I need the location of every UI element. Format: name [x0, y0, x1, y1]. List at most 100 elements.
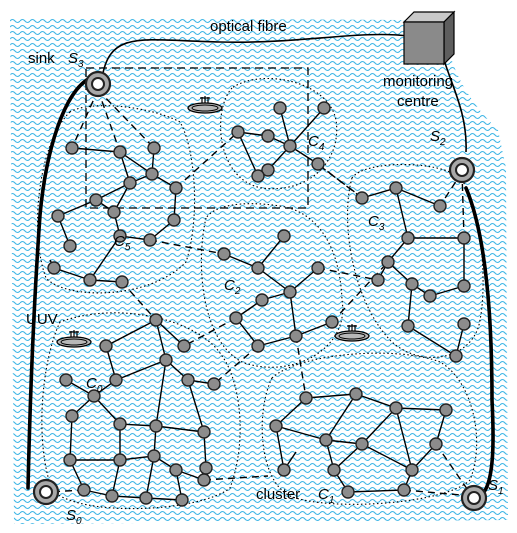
- sensor-node: [457, 279, 471, 293]
- sensor-node: [405, 463, 419, 477]
- sensor-node: [269, 419, 283, 433]
- sensor-node: [107, 205, 121, 219]
- sensor-node: [175, 493, 189, 507]
- sensor-node: [251, 169, 265, 183]
- sensor-node: [261, 163, 275, 177]
- sensor-nodes: [47, 101, 471, 507]
- sensor-node: [319, 433, 333, 447]
- sensor-node: [255, 293, 269, 307]
- sensor-node: [311, 261, 325, 275]
- sensor-node: [181, 373, 195, 387]
- sensor-node: [109, 373, 123, 387]
- sensor-node: [397, 483, 411, 497]
- sensor-node: [113, 417, 127, 431]
- sensor-node: [123, 176, 137, 190]
- cluster-c0-label: C0: [86, 375, 103, 395]
- sensor-node: [277, 229, 291, 243]
- sink-word-label: sink: [28, 50, 55, 67]
- cluster-c2-label: C2: [224, 277, 241, 297]
- sensor-node: [105, 489, 119, 503]
- sensor-node: [65, 409, 79, 423]
- sensor-node: [273, 101, 287, 115]
- cluster-word-label: cluster: [256, 486, 300, 503]
- sensor-node: [231, 125, 245, 139]
- sensor-node: [283, 139, 297, 153]
- cluster-c3-label: C3: [368, 213, 385, 233]
- sensor-node: [169, 181, 183, 195]
- cluster-c0-boundary: [41, 312, 241, 510]
- sensor-node: [167, 213, 181, 227]
- sensor-node: [197, 425, 211, 439]
- sensor-node: [149, 419, 163, 433]
- sensor-node: [251, 261, 265, 275]
- sensor-node: [261, 129, 275, 143]
- sensor-node: [87, 389, 101, 403]
- cluster-c4-label: C4: [308, 133, 325, 153]
- sensor-node: [63, 239, 77, 253]
- sensor-node: [229, 311, 243, 325]
- sensor-node: [177, 339, 191, 353]
- intra-cluster-links: [49, 107, 465, 501]
- sensor-node: [449, 349, 463, 363]
- uuv-icon: [187, 96, 223, 114]
- cluster-c5-label: C5: [114, 233, 131, 253]
- sensor-node: [89, 193, 103, 207]
- sensor-node: [199, 461, 213, 475]
- sensor-node: [65, 141, 79, 155]
- coverage-rectangle: [85, 67, 309, 209]
- monitoring-centre-label-line2: centre: [397, 93, 439, 110]
- sensor-node: [149, 313, 163, 327]
- uuv-icon: [334, 324, 370, 342]
- sensor-node: [83, 273, 97, 287]
- sensor-node: [169, 463, 183, 477]
- sensor-node: [423, 289, 437, 303]
- sensor-node: [143, 233, 157, 247]
- optical-fibre-label: optical fibre: [210, 18, 287, 35]
- sensor-node: [47, 261, 61, 275]
- sensor-node: [63, 453, 77, 467]
- sink-s1-label: S1: [488, 477, 504, 497]
- sink-s2-label: S2: [430, 128, 446, 148]
- uuv-icon: [56, 330, 92, 348]
- sensor-node: [217, 247, 231, 261]
- sensor-node: [433, 199, 447, 213]
- sensor-node: [289, 329, 303, 343]
- monitoring-centre-label-line1: monitoring: [383, 73, 453, 90]
- sensor-node: [405, 277, 419, 291]
- sensor-node: [145, 167, 159, 181]
- sensor-node: [277, 463, 291, 477]
- sensor-node: [207, 377, 221, 391]
- sensor-node: [371, 273, 385, 287]
- sensor-node: [457, 231, 471, 245]
- sink-s1: [460, 484, 488, 512]
- sensor-node: [327, 463, 341, 477]
- sink-s3-label: S3: [68, 50, 84, 70]
- sensor-node: [113, 453, 127, 467]
- sensor-node: [401, 319, 415, 333]
- fibre-cable: [26, 76, 495, 494]
- sensor-node: [439, 403, 453, 417]
- sensor-node: [389, 181, 403, 195]
- sink-s0: [32, 478, 60, 506]
- sensor-node: [147, 449, 161, 463]
- cluster-c1-label: C1: [318, 486, 334, 506]
- cluster-c1-boundary: [261, 352, 478, 505]
- sink-s2: [448, 156, 476, 184]
- sensor-node: [381, 255, 395, 269]
- sensor-node: [389, 401, 403, 415]
- cluster-c4-boundary: [220, 77, 338, 190]
- sensor-node: [401, 231, 415, 245]
- cluster-boundaries: [37, 77, 484, 510]
- sensor-node: [115, 275, 129, 289]
- sink-s0-label: S0: [66, 507, 82, 527]
- sensor-node: [99, 339, 113, 353]
- sensor-node: [317, 101, 331, 115]
- sensor-node: [325, 315, 339, 329]
- sensor-node: [77, 483, 91, 497]
- sensor-node: [147, 141, 161, 155]
- sensor-node: [139, 491, 153, 505]
- sensor-node: [349, 387, 363, 401]
- sensor-node: [429, 437, 443, 451]
- sensor-node: [159, 353, 173, 367]
- cluster-c3-boundary: [347, 163, 484, 358]
